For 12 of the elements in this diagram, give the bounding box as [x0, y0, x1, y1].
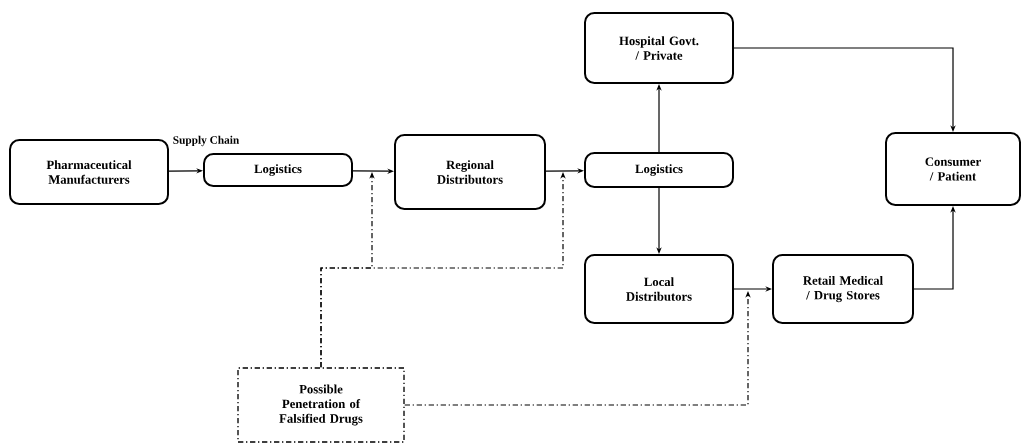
- process-box: Consumer / Patient: [885, 132, 1021, 206]
- process-box: Retail Medical / Drug Stores: [772, 254, 914, 324]
- process-box: Pharmaceutical Manufacturers: [9, 139, 169, 205]
- process-box: Logistics: [203, 153, 353, 187]
- process-box: Hospital Govt. / Private: [584, 12, 734, 84]
- arrow: [352, 168, 394, 174]
- process-box: Regional Distributors: [394, 134, 546, 210]
- arrow: [733, 47, 956, 132]
- dashed-box: Possible Penetration of Falsified Drugs: [237, 367, 405, 443]
- chain-label: Supply Chain: [173, 135, 240, 147]
- process-box: Logistics: [584, 152, 734, 188]
- process-box: Local Distributors: [584, 254, 734, 324]
